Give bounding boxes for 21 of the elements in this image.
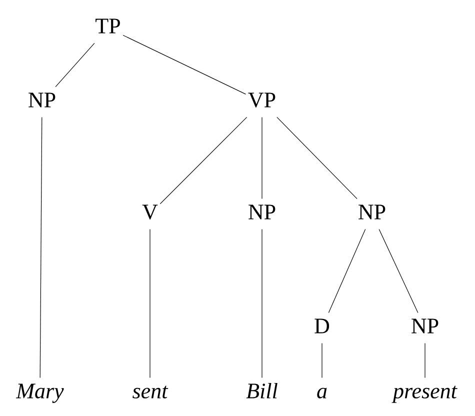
category-label: TP — [96, 18, 120, 34]
branch-line — [378, 228, 418, 314]
category-label: D — [314, 318, 330, 334]
category-label: VP — [248, 92, 276, 108]
category-label: NP — [28, 92, 56, 108]
category-label: NP — [412, 318, 438, 334]
branch-line — [40, 116, 42, 378]
branch-line — [160, 116, 248, 204]
word-label: sent — [132, 386, 168, 398]
branch-line — [328, 228, 366, 314]
word-label: Mary — [16, 384, 64, 403]
branch-line — [122, 34, 246, 94]
category-label: NP — [248, 204, 276, 220]
word-label: Bill — [246, 382, 278, 398]
branch-line — [55, 42, 95, 88]
category-label: NP — [358, 204, 386, 220]
branch-line — [424, 342, 426, 378]
category-label: V — [142, 204, 158, 220]
branch-line — [276, 116, 358, 200]
word-label: a — [317, 388, 327, 398]
word-label: present — [392, 386, 458, 403]
